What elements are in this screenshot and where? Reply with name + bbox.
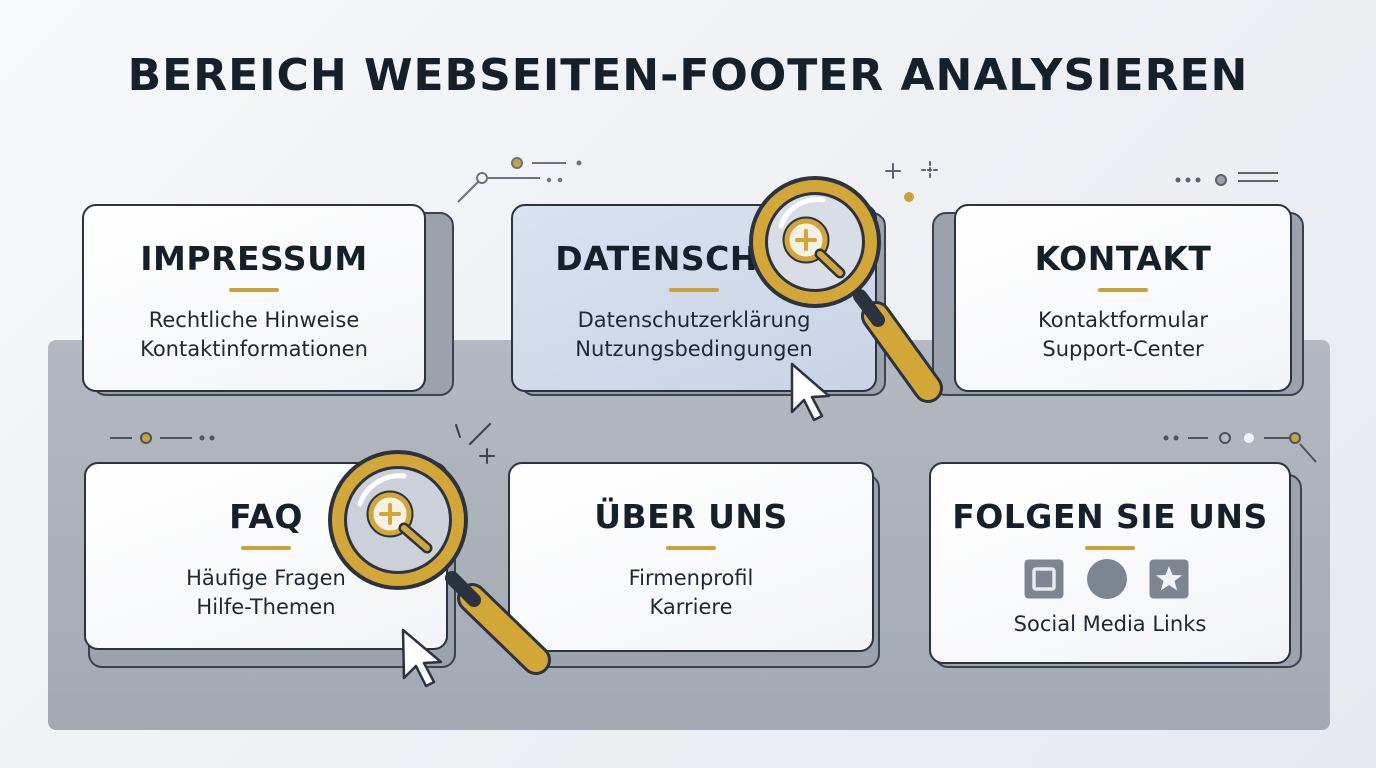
sparkle-decoration — [455, 423, 495, 464]
connector-decoration — [1175, 172, 1278, 186]
social-media-label[interactable]: Social Media Links — [1013, 612, 1207, 636]
card-impressum[interactable]: IMPRESSUM Rechtliche Hinweise Kontaktinf… — [82, 204, 426, 392]
social-icons — [931, 558, 1289, 602]
accent-bar — [1085, 546, 1135, 550]
square-social-icon[interactable] — [1023, 558, 1065, 600]
card-line[interactable]: Karriere — [649, 595, 733, 619]
card-line[interactable]: Häufige Fragen — [186, 566, 346, 590]
accent-bar — [666, 546, 716, 550]
card-title: FAQ — [229, 497, 303, 536]
card-title: ÜBER UNS — [594, 497, 788, 536]
card-line[interactable]: Datenschutzerklärung — [577, 308, 811, 332]
connector-decoration — [457, 157, 582, 203]
card-title: KONTAKT — [1034, 239, 1212, 278]
accent-bar — [669, 288, 719, 292]
cursor-icon — [790, 362, 831, 422]
accent-bar — [1098, 288, 1148, 292]
magnifier-icon — [749, 176, 943, 403]
accent-bar — [229, 288, 279, 292]
card-kontakt[interactable]: KONTAKT Kontaktformular Support-Center — [954, 204, 1292, 392]
connector-decoration — [110, 432, 215, 444]
card-line[interactable]: Kontaktformular — [1038, 308, 1208, 332]
connector-decoration — [1163, 432, 1317, 463]
card-line[interactable]: Kontaktinformationen — [140, 337, 368, 361]
card-folgen[interactable]: FOLGEN SIE UNS Social Media Links — [929, 462, 1291, 664]
card-line[interactable]: Rechtliche Hinweise — [148, 308, 360, 332]
card-line[interactable]: Firmenprofil — [628, 566, 754, 590]
magnifier-icon — [328, 450, 551, 675]
page-title: BEREICH WEBSEITEN-FOOTER ANALYSIEREN — [127, 50, 1249, 101]
card-line[interactable]: Support-Center — [1042, 337, 1204, 361]
card-line[interactable]: Nutzungsbedingungen — [575, 337, 813, 361]
card-title: IMPRESSUM — [140, 239, 368, 278]
accent-bar — [241, 546, 291, 550]
card-ueber-uns[interactable]: ÜBER UNS Firmenprofil Karriere — [508, 462, 874, 652]
sparkle-decoration — [885, 161, 939, 202]
star-social-icon[interactable] — [1148, 558, 1190, 600]
circle-social-icon[interactable] — [1086, 558, 1128, 600]
card-title: FOLGEN SIE UNS — [952, 497, 1268, 536]
card-line[interactable]: Hilfe-Themen — [196, 595, 336, 619]
cursor-icon — [401, 628, 443, 688]
